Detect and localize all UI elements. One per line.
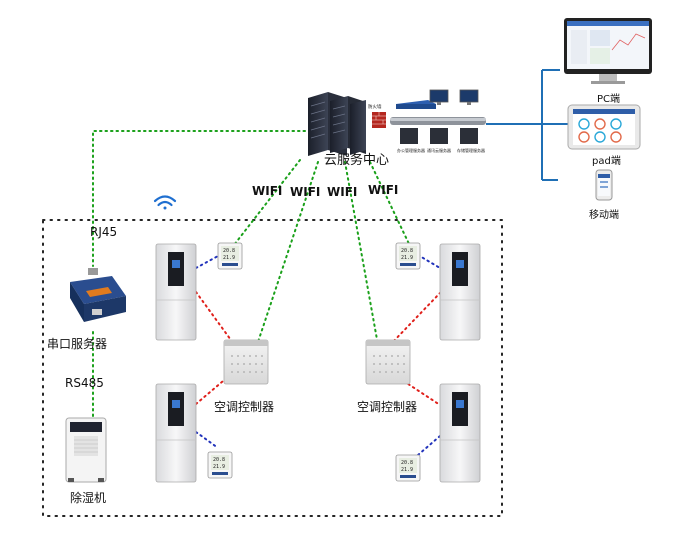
dehumidifier-label: 除湿机 [70,491,107,505]
server-bus-icon [390,117,486,125]
computer-icon [429,89,479,105]
rs485-label: RS485 [65,376,104,390]
pc-client-icon [564,18,652,84]
wifi-label: WIFI [368,183,399,197]
firewall-label: 防火墙 [368,103,382,110]
wifi-signal-icon [153,195,177,210]
cloud-center-label: 云服务中心 [324,153,390,168]
sensor-reading: 21.9 [401,467,413,473]
ac-controller-label: 空调控制器 [214,400,275,414]
air-conditioner-icon [155,243,197,341]
sensor-reading: 21.9 [213,464,225,470]
sensor-reading: 20.8 [213,457,225,463]
small-server-icons: 办公管理服务器 通讯云服务器 存储管理服务器 [397,128,485,153]
temperature-sensor-icon: 20.8 21.9 [207,451,233,479]
temperature-sensor-icon: 20.8 21.9 [395,454,421,482]
ac-controller-icon [365,339,411,385]
pc-client-label: PC端 [597,94,621,105]
mobile-client-label: 移动端 [589,210,619,221]
pad-client-label: pad端 [592,156,621,167]
serial-server-icon [70,268,126,322]
wifi-label: WIFI [327,185,358,199]
ac-controller-label: 空调控制器 [357,400,418,414]
server-racks-icon [308,92,366,156]
wifi-links [92,130,411,419]
sensor-reading: 20.8 [401,248,413,254]
sensor-links [195,254,441,456]
air-conditioner-icon [155,383,197,483]
wifi-label: WIFI [290,185,321,199]
serial-server-label: 串口服务器 [47,337,108,351]
server-label: 存储管理服务器 [457,147,485,153]
temperature-sensor-icon: 20.8 21.9 [217,242,243,270]
pad-client-icon [567,104,641,150]
sensor-reading: 21.9 [223,255,235,261]
ac-controller-icon [223,339,269,385]
dehumidifier-icon [65,417,107,483]
sensor-reading: 20.8 [223,248,235,254]
sensor-reading: 21.9 [401,255,413,261]
sensor-reading: 20.8 [401,460,413,466]
rj45-label: RJ45 [90,225,118,239]
server-label: 通讯云服务器 [427,147,451,153]
air-conditioner-icon [439,243,481,341]
mobile-client-icon [595,169,613,201]
client-bus [486,69,568,181]
wifi-label: WIFI [252,184,283,198]
firewall-icon: 防火墙 [368,103,386,128]
server-label: 办公管理服务器 [397,147,425,153]
network-switch-icon [396,100,436,109]
air-conditioner-icon [439,383,481,483]
temperature-sensor-icon: 20.8 21.9 [395,242,421,270]
site-boundary [42,219,503,517]
